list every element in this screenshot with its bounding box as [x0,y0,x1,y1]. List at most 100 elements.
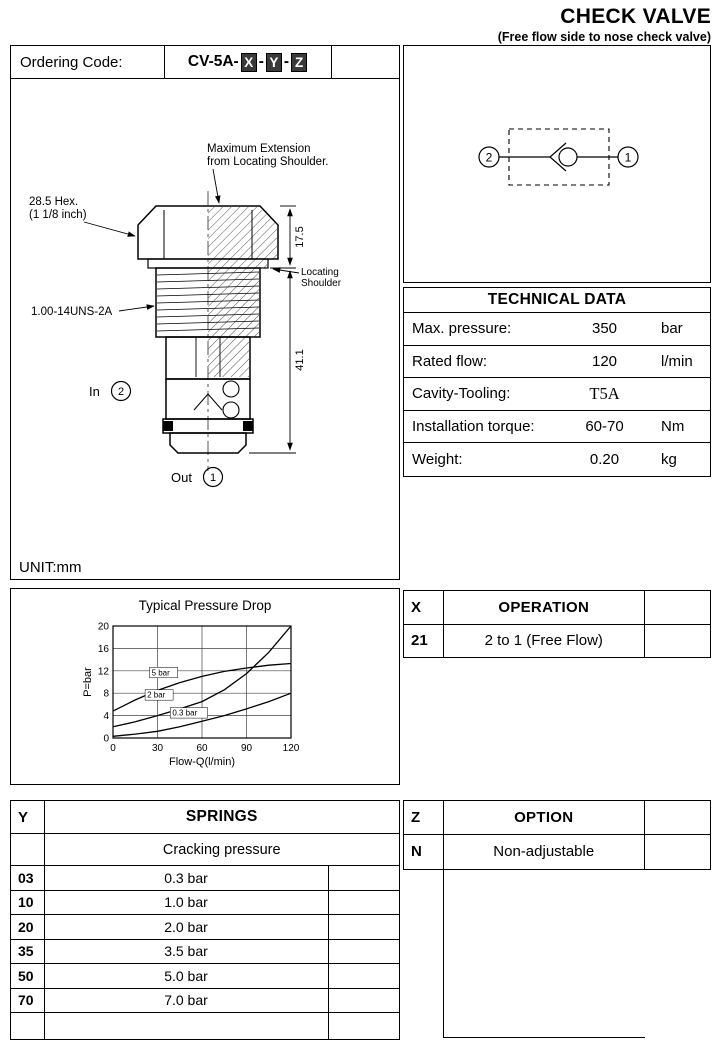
out-port-circle [202,466,224,488]
port-1-number: 1 [625,151,632,165]
valve-seat [549,142,567,172]
series-2-bar [112,625,292,728]
spring-code: 50 [11,964,45,988]
max-extension-label-line2: from Locating Shoulder. [207,156,328,168]
series-0.3-bar [112,692,292,737]
y-tick-label: 4 [103,711,109,722]
seal-left [163,421,173,431]
cross-hole [222,401,240,419]
series-5-bar [112,662,292,712]
tech-unit: bar [661,320,683,338]
option-code-header: Z [404,801,444,834]
tech-label: Rated flow: [412,352,488,370]
springs-title: SPRINGS [185,808,258,825]
page-subtitle: (Free flow side to nose check valve) [497,30,711,44]
curve-label: 5 bar [152,668,171,677]
y-tick-label: 16 [98,644,110,655]
springs-subtitle-row: Cracking pressure [11,834,399,866]
technical-data-row: Rated flow: 120 l/min [404,346,710,378]
option-column-extension [443,870,645,1038]
option-title: OPTION [444,801,645,834]
locating-shoulder-label-line2: Shoulder [301,278,342,289]
spring-row: 70 7.0 bar [11,988,400,1013]
nose-section [169,432,247,454]
option-description: Non-adjustable [444,834,645,869]
thread-leader [118,304,155,312]
port-2-number: 2 [486,151,493,165]
ordering-code-row: Ordering Code: CV-5A-X-Y-Z [11,46,399,79]
ordering-code-y: Y [265,52,282,72]
chart-panel: Typical Pressure Drop P=bar Flow-Q(l/min… [10,588,400,785]
springs-empty-value-cell [45,1013,329,1039]
operation-code-header: X [404,591,444,624]
tech-value: T5A [589,383,620,403]
ordering-code-sep1: - [258,53,264,70]
hex-label-line1: 28.5 Hex. [29,196,78,208]
max-extension-leader [212,168,221,204]
operation-table: X OPERATION 21 2 to 1 (Free Flow) [403,590,711,658]
poppet-seat [193,393,223,411]
operation-row-spacer [645,625,711,658]
springs-empty-code-cell [11,1013,45,1039]
drawing-panel: Ordering Code: CV-5A-X-Y-Z [10,45,400,580]
operation-data-row: 21 2 to 1 (Free Flow) [404,624,711,658]
spring-value: 7.0 bar [45,988,329,1012]
in-port-number: 2 [118,386,124,398]
x-tick-label: 90 [241,743,253,754]
symbol-panel: 2 1 [403,45,711,283]
thread-lines [156,271,260,332]
y-tick-label: 0 [103,734,109,745]
tech-label: Cavity-Tooling: [412,385,511,403]
dim-41-1: 41.1 [294,349,306,370]
spring-row-spacer [329,989,400,1013]
curve-label: 0.3 bar [172,709,197,718]
technical-data-rows: Max. pressure: 350 bar Rated flow: 120 l… [404,313,710,476]
spring-row-spacer [329,866,400,890]
max-extension-label-line1: Maximum Extension [207,143,311,155]
tech-value: 0.20 [589,451,620,468]
spring-value: 2.0 bar [45,915,329,939]
unit-label: UNIT:mm [19,559,82,576]
ordering-row-spacer [332,46,399,78]
tech-label: Max. pressure: [412,320,512,338]
tech-label: Weight: [412,451,463,468]
spring-row-spacer [329,915,400,939]
spring-code: 10 [11,890,45,914]
operation-header-row: X OPERATION [404,591,710,625]
curve-label-box [149,667,178,679]
option-header-row: Z OPTION [404,801,710,835]
in-port-circle [110,380,132,402]
technical-data-row: Weight: 0.20 kg [404,443,710,476]
option-row-spacer [645,835,711,870]
dim-17-5: 17.5 [294,226,306,247]
spring-value: 0.3 bar [45,866,329,890]
valve-ball [558,147,578,167]
curve-label-box [144,689,174,701]
operation-description: 2 to 1 (Free Flow) [444,624,645,657]
section-hatch [208,207,277,377]
spring-code: 20 [11,915,45,939]
in-label: In [89,384,100,399]
technical-data-row: Cavity-Tooling: T5A [404,378,710,411]
ordering-code-z: Z [291,52,308,72]
spring-code: 35 [11,939,45,963]
y-tick-label: 8 [103,689,109,700]
technical-data-row: Installation torque: 60-70 Nm [404,411,710,443]
springs-header-row: Y SPRINGS [11,801,399,834]
out-label: Out [171,470,192,485]
locating-shoulder-leader [272,267,300,274]
hex-leader [83,221,136,237]
spring-row: 50 5.0 bar [11,964,399,989]
springs-table: Y SPRINGS Cracking pressure 03 0.3 bar 1… [10,800,400,1040]
x-tick-label: 120 [283,743,300,754]
y-tick-label: 20 [98,622,110,633]
spring-row: 03 0.3 bar [11,866,399,891]
hex-head [137,205,279,260]
option-header-spacer [645,801,711,834]
page-title: CHECK VALVE [560,5,711,28]
springs-subtitle: Cracking pressure [162,841,281,858]
tech-unit: l/min [661,352,693,370]
x-tick-label: 0 [110,743,116,754]
spring-row: 35 3.5 bar [11,939,399,964]
